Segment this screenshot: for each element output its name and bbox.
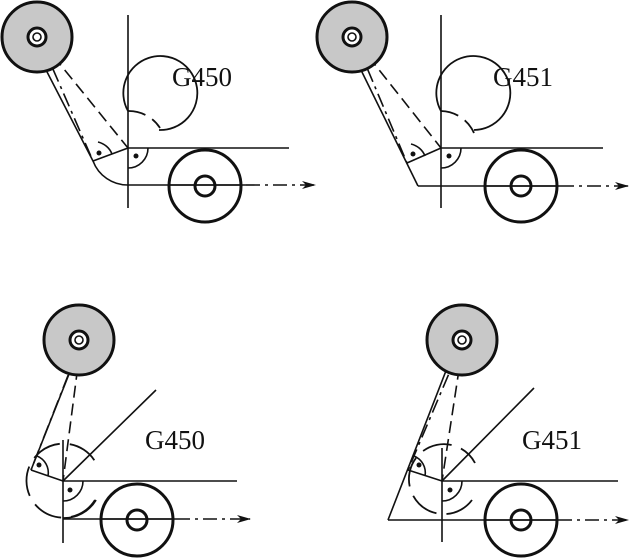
mode-label: G451	[522, 425, 582, 455]
transition-circle-dashed	[440, 110, 475, 134]
contour-line-slanted	[441, 387, 535, 482]
right-angle-arc	[441, 480, 463, 502]
right-angle-dot-2	[96, 150, 102, 156]
transition-circle-arc	[62, 499, 97, 519]
wheel-hub-inner	[457, 335, 467, 345]
right-angle-arc-2	[36, 455, 50, 477]
wheel-hub	[193, 174, 217, 198]
transition-circle-arc	[122, 55, 199, 131]
transition-circle-dashed	[408, 443, 476, 515]
mode-label: G450	[145, 425, 205, 455]
transition-circle-dashed	[127, 110, 161, 129]
wheel-hub-inner	[74, 335, 84, 345]
wheel-hub	[125, 508, 149, 532]
grinding-wheel-moving	[167, 148, 243, 224]
contour-line-slanted	[62, 389, 157, 482]
right-angle-dot	[446, 153, 452, 159]
wheel-hub-inner	[347, 32, 357, 42]
mode-label: G450	[172, 62, 232, 92]
panel-top-right: G451	[315, 0, 629, 224]
right-angle-arc-2	[413, 455, 427, 477]
panel-bottom-left: G450	[25, 303, 251, 558]
approach-line	[44, 67, 94, 162]
mode-label: G451	[493, 62, 553, 92]
right-angle-dot-2	[410, 151, 416, 157]
radius-line	[92, 147, 129, 162]
right-angle-arc	[62, 480, 84, 502]
right-angle-arc-2	[410, 143, 426, 157]
right-angle-arc	[440, 147, 462, 169]
approach-line	[387, 344, 457, 521]
right-angle-dot	[67, 487, 73, 493]
radius-line	[30, 469, 64, 482]
rounded-transition	[92, 160, 129, 186]
right-angle-dot	[447, 487, 453, 493]
right-angle-arc	[127, 147, 149, 169]
approach-line	[359, 67, 419, 187]
right-angle-dot-2	[36, 462, 42, 468]
panel-bottom-right: G451	[387, 303, 629, 558]
grinding-wheel-moving	[99, 482, 175, 558]
right-angle-dot-2	[416, 462, 422, 468]
right-angle-dot	[133, 153, 139, 159]
transition-circle-arc	[435, 55, 512, 131]
wheel-hub-inner	[32, 32, 42, 42]
panel-top-left: G450	[0, 0, 316, 224]
right-angle-arc-2	[97, 141, 113, 155]
